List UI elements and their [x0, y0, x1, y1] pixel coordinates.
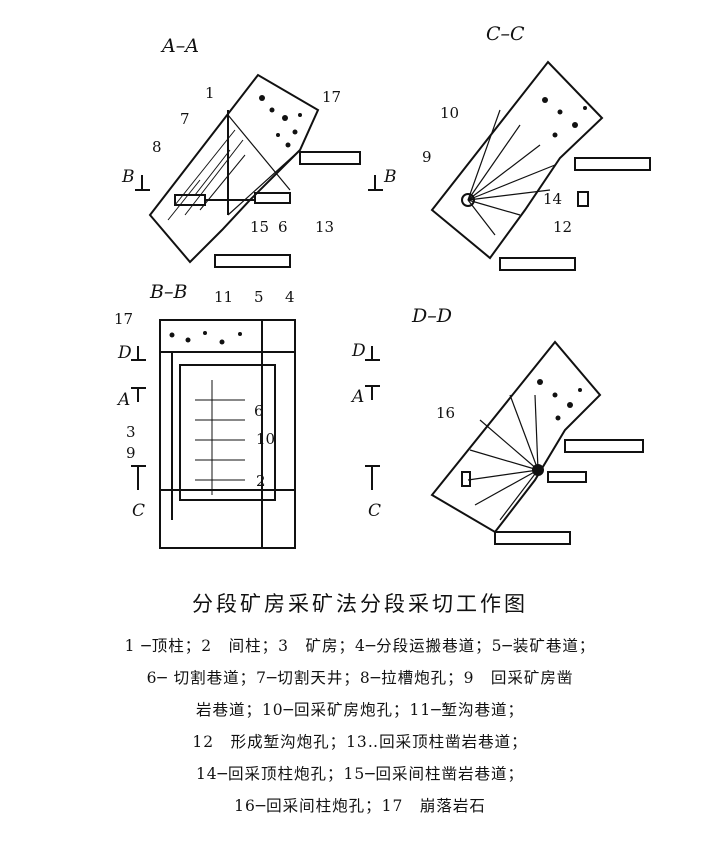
- ore-body-d-d: [430, 340, 602, 534]
- legend-line-5: 14─回采顶柱炮孔；15─回采间柱凿岩巷道；: [195, 765, 525, 783]
- stope-b-b: [179, 364, 276, 501]
- view-title-b-b: B–B: [149, 281, 187, 303]
- caved-rock-d-d: [537, 379, 582, 421]
- label-17-b-b: 17: [114, 310, 133, 328]
- caved-rock-c-c: [542, 97, 587, 138]
- ore-body-c-c: [430, 60, 604, 260]
- plan-outline-b-b: [159, 319, 296, 549]
- blasthole-fan-c-c: [467, 109, 556, 236]
- cut-mark-b-left: B: [121, 167, 135, 187]
- top-drift-d-d: [564, 439, 644, 453]
- small-drift-d-d: [461, 471, 471, 487]
- cut-mark-c-right: C: [368, 501, 381, 521]
- blasthole-line-a-a-1: [227, 114, 291, 191]
- legend-line-6: 16─回采间柱炮孔；17 崩落岩石: [234, 797, 486, 815]
- section-a-a: A–A B: [121, 35, 397, 306]
- legend-line-2: 6─ 切割巷道；7─切割天井；8─拉槽炮孔；9 回采矿房凿: [146, 669, 574, 687]
- label-16: 16: [436, 404, 455, 422]
- label-11: 11: [214, 288, 233, 306]
- label-2: 2: [256, 472, 266, 490]
- label-9-c-c: 9: [422, 148, 432, 166]
- caved-rock-a-a: [259, 95, 302, 148]
- loading-drift-c-c: [499, 257, 576, 271]
- label-9-b-b: 9: [126, 444, 136, 462]
- label-10-c-c: 10: [440, 104, 459, 122]
- stope-drift-c-c: [461, 193, 475, 207]
- loading-drift-d-d: [494, 531, 571, 545]
- label-6-b-b: 6: [254, 402, 264, 420]
- side-drift-d-d: [547, 471, 587, 483]
- blasthole-line-a-a-2: [227, 149, 301, 216]
- label-1: 1: [205, 84, 215, 102]
- label-17-a-a: 17: [322, 88, 341, 106]
- view-title-a-a: A–A: [160, 35, 199, 57]
- legend-line-3: 岩巷道；10─回采矿房炮孔；11─堑沟巷道；: [195, 701, 525, 719]
- cut-mark-a-left: A: [116, 390, 130, 410]
- section-c-c: C–C 10 9 14 12: [422, 23, 651, 271]
- caved-rock-b-b: [169, 331, 242, 345]
- view-title-d-d: D–D: [411, 305, 452, 327]
- legend-line-4: 12 形成堑沟炮孔；13‥回采顶柱凿岩巷道；: [192, 733, 528, 751]
- label-15: 15: [250, 218, 269, 236]
- cut-mark-a-right: A: [350, 387, 364, 407]
- legend-line-1: 1 ─顶柱；2 间柱；3 矿房；4─分段运搬巷道；5─装矿巷道；: [124, 637, 596, 655]
- label-6-a-a: 6: [278, 218, 288, 236]
- view-title-c-c: C–C: [486, 23, 525, 45]
- label-5: 5: [254, 288, 264, 306]
- label-3: 3: [126, 423, 136, 441]
- mining-method-figure: A–A B: [114, 23, 651, 549]
- label-10-b-b: 10: [256, 430, 275, 448]
- small-drift-c-c: [577, 191, 589, 207]
- cut-mark-d-left: D: [117, 343, 132, 363]
- pillar-drift-d-d: [532, 464, 544, 476]
- caption-title: 分段矿房采矿法分段采切工作图: [192, 592, 528, 616]
- hatching-b-b: [195, 380, 245, 495]
- label-7: 7: [180, 110, 190, 128]
- loading-drift-a-a: [214, 254, 291, 268]
- cut-mark-d-right: D: [351, 341, 366, 361]
- top-drift-c-c: [574, 157, 651, 171]
- figure-caption: 分段矿房采矿法分段采切工作图 1 ─顶柱；2 间柱；3 矿房；4─分段运搬巷道；…: [0, 588, 720, 822]
- top-pillar-drift-a-a: [299, 151, 361, 165]
- pillar-drift-a-a: [254, 192, 291, 204]
- label-13: 13: [315, 218, 334, 236]
- blasthole-fan-d-d: [467, 394, 539, 521]
- label-8: 8: [152, 138, 162, 156]
- section-b-b: B–B D A C: [114, 281, 381, 549]
- label-4: 4: [285, 288, 295, 306]
- cut-mark-b-right: B: [383, 167, 397, 187]
- cut-mark-c-left: C: [132, 501, 145, 521]
- label-12: 12: [553, 218, 572, 236]
- section-d-d: D–D 16: [411, 305, 644, 545]
- label-14: 14: [543, 190, 562, 208]
